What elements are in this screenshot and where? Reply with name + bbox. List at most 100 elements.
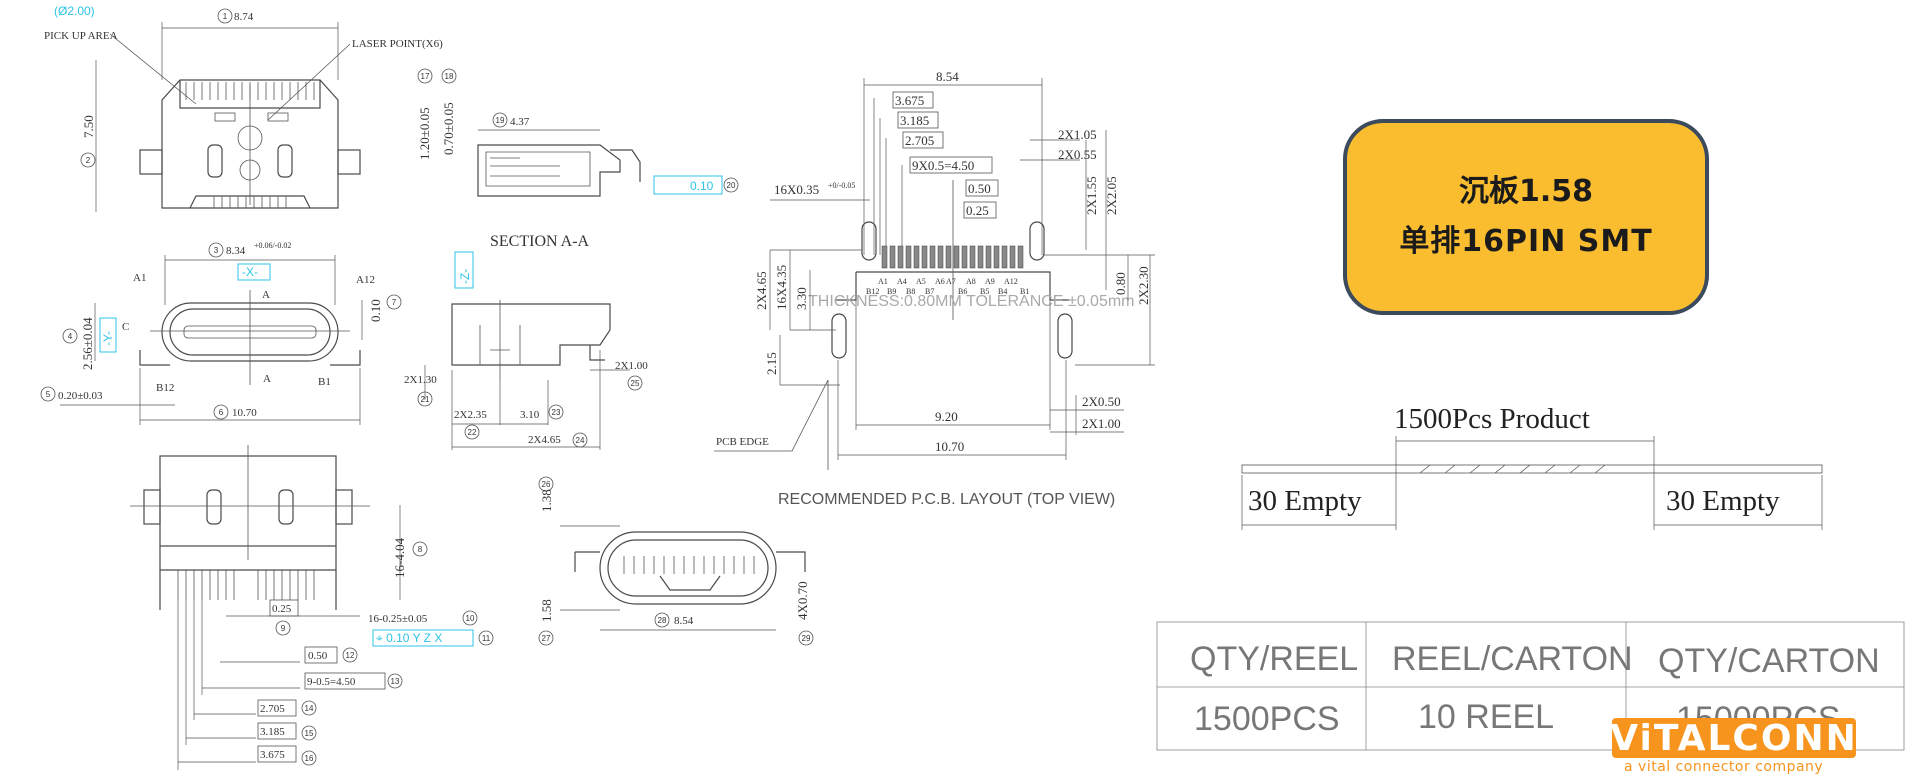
callout-number: 2	[86, 156, 91, 165]
table-cell-qty-reel: 1500PCS	[1194, 700, 1340, 738]
dim-9x0-5: 9-0.5=4.50	[307, 676, 356, 688]
callout-number: 26	[542, 480, 551, 489]
callout-number: 18	[445, 72, 454, 81]
callout-number: 22	[468, 428, 477, 437]
pin-label-b7: B7	[925, 287, 934, 296]
pcb-dim-2x1-05: 2X1.05	[1058, 127, 1097, 142]
pcb-edge-label: PCB EDGE	[716, 436, 769, 448]
pin-label-b8: B8	[906, 287, 915, 296]
pcb-dim-8-54: 8.54	[936, 69, 959, 84]
callout-number: 19	[496, 116, 505, 125]
pcb-dim-2-705: 2.705	[905, 133, 934, 148]
pin-label-a1: A1	[878, 277, 888, 286]
x-datum: -X-	[242, 265, 258, 279]
y-datum: -Y-	[101, 331, 115, 346]
pin-label-a8: A8	[966, 277, 976, 286]
dim-3-675: 3.675	[260, 749, 285, 761]
pin-label-a12: A12	[1004, 277, 1018, 286]
bottom-view: 16-4.04 0.25 16-0.25±0.05 ⌖ 0.10 Y Z X 0…	[130, 445, 494, 770]
pin-label-b12: B12	[866, 287, 879, 296]
logo-name: ViTALCONN	[1610, 717, 1858, 759]
pcb-dim-16x4-35: 16X4.35	[774, 265, 789, 310]
pcb-dim-16x0-35: 16X0.35	[774, 182, 819, 197]
packaging-table: QTY/REEL REEL/CARTON QTY/CARTON 1500PCS …	[1156, 621, 1905, 751]
pin-label-a9: A9	[985, 277, 995, 286]
callout-number: 11	[482, 634, 491, 643]
section-a-a: 1.20±0.05 0.70±0.05 4.37 0.10 SECTION A-…	[404, 68, 739, 450]
callout-number: 12	[346, 651, 355, 660]
dim-16x0-25: 16-0.25±0.05	[368, 613, 428, 625]
callout-number: 13	[391, 677, 400, 686]
pcb-dim-0-80: 0.80	[1113, 272, 1128, 295]
pcb-dim-2x0-50: 2X0.50	[1082, 394, 1121, 409]
reel-diagram: 1500Pcs Product 30 Empty 30 Empty	[1241, 403, 1823, 530]
receptacle-view: 1.38 1.58 8.54 4X0.70	[538, 476, 814, 646]
callout-number: 16	[305, 754, 314, 763]
pcb-dim-2x0-55: 2X0.55	[1058, 147, 1097, 162]
dim-0-25: 0.25	[272, 603, 292, 615]
pin-label-b4: B4	[998, 287, 1007, 296]
section-a-bot: A	[263, 373, 271, 385]
callout-number: 20	[727, 181, 736, 190]
table-header-reel-carton: REEL/CARTON	[1392, 640, 1633, 678]
centerline-mark: C	[122, 321, 129, 333]
badge-line-1: 沉板1.58	[1458, 174, 1594, 209]
z-datum: -Z-	[458, 269, 472, 284]
pin-a1: A1	[133, 272, 146, 284]
pin-label-a7: A7	[946, 277, 956, 286]
dim-8-34: 8.34	[226, 245, 246, 257]
table-header-qty-reel: QTY/REEL	[1190, 640, 1358, 678]
callout-number: 24	[576, 436, 585, 445]
spec-badge: 沉板1.58 单排16PIN SMT	[1343, 119, 1709, 315]
dim-2x4-65: 2X4.65	[528, 434, 561, 446]
callout-number: 17	[421, 72, 430, 81]
pcb-thickness-note: THICKNESS:0.80MM TOLERANCE ±0.05mm	[808, 293, 1135, 310]
pcb-dim-9x0-5: 9X0.5=4.50	[912, 158, 974, 173]
pin-label-a5: A5	[916, 277, 926, 286]
dim-4x0-70: 4X0.70	[795, 581, 810, 620]
callout-number: 28	[658, 616, 667, 625]
reel-empty-right: 30 Empty	[1666, 485, 1780, 517]
company-logo: ViTALCONN a vital connector company	[1610, 717, 1858, 775]
callout-number: 14	[305, 704, 314, 713]
pin-label-a4: A4	[897, 277, 907, 286]
dim-2x1-00: 2X1.00	[615, 360, 648, 372]
logo-tagline: a vital connector company	[1624, 759, 1824, 775]
pickup-label: PICK UP AREA	[44, 30, 118, 42]
pcb-dim-2x2-30: 2X2.30	[1136, 266, 1151, 305]
callout-number: 10	[466, 614, 475, 623]
callout-number: 21	[421, 395, 430, 404]
dim-2x1-30: 2X1.30	[404, 374, 437, 386]
dim-3-185: 3.185	[260, 726, 285, 738]
table-cell-reel-carton: 10 REEL	[1418, 698, 1554, 736]
logo-box: ViTALCONN	[1610, 717, 1858, 759]
pin-label-b9: B9	[887, 287, 896, 296]
callout-number: 25	[631, 379, 640, 388]
dim-0-10: 0.10	[368, 299, 383, 322]
pin-b12: B12	[156, 382, 174, 394]
dim-2x2-35: 2X2.35	[454, 409, 487, 421]
section-title: SECTION A-A	[490, 233, 590, 250]
pcb-dim-2x4-65: 2X4.65	[754, 271, 769, 310]
callout-number: 29	[802, 634, 811, 643]
pcb-dim-2-15: 2.15	[764, 352, 779, 375]
pcb-layout: 8.54 3.675 3.185 2.705 9X0.5=4.50 0.50 0…	[714, 69, 1155, 508]
table-header-qty-carton: QTY/CARTON	[1658, 642, 1880, 680]
pin-a12: A12	[356, 274, 375, 286]
pcb-dim-0-50: 0.50	[968, 181, 991, 196]
pcb-dim-2x1-00: 2X1.00	[1082, 416, 1121, 431]
callout-number: 23	[552, 408, 561, 417]
dim-1-58: 1.58	[539, 599, 554, 622]
dim-2-56: 2.56±0.04	[80, 317, 95, 370]
dim-4-37: 4.37	[510, 116, 530, 128]
pcb-dim-2x2-05: 2X2.05	[1104, 176, 1119, 215]
callout-number: 4	[68, 332, 73, 341]
tol-8-34: +0.06/-0.02	[254, 241, 291, 250]
pin-label-b1: B1	[1020, 287, 1029, 296]
pcb-dim-3-185: 3.185	[900, 113, 929, 128]
dim-7-50: 7.50	[81, 115, 96, 138]
pcb-dim-0-25: 0.25	[966, 203, 989, 218]
pcb-dim-3-675: 3.675	[895, 93, 924, 108]
dim-16-4-04: 16-4.04	[392, 537, 407, 578]
